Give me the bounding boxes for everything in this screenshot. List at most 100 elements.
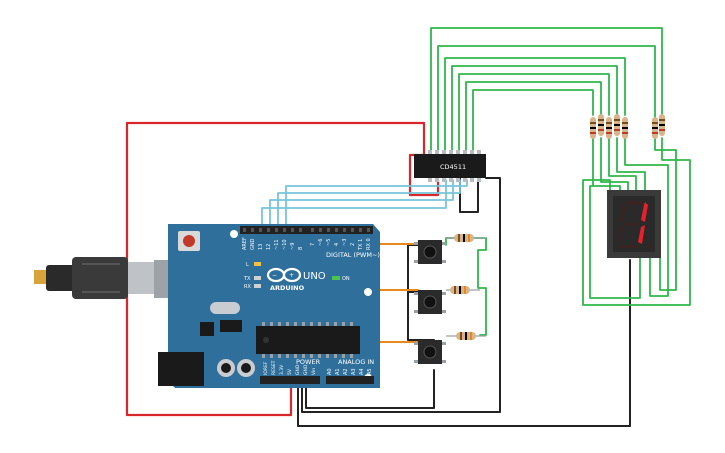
pin-label: ~11 [274,239,280,250]
resistor[interactable] [622,117,628,139]
segment-wire-c[interactable] [444,57,626,155]
segment-b [641,202,648,222]
pin-label: 5V [287,368,293,375]
segment-d [618,245,639,248]
segment-wire-a[interactable] [430,27,663,155]
model-label: UNO [303,271,326,282]
wires [125,27,691,427]
pin-label: 2 [350,243,356,246]
pin-label: 8 [298,247,304,250]
pin-label: ~9 [290,243,296,250]
segment-wire-b[interactable] [437,45,656,155]
pin-label: GND [295,364,301,375]
resistor[interactable] [659,114,665,136]
resistor[interactable] [590,117,596,139]
usb-plug-body [72,257,128,299]
data-wire-1[interactable] [261,179,447,233]
resistor[interactable] [606,117,612,139]
ground-wire-decoder-2[interactable] [459,177,479,213]
decoder-ic[interactable]: CD4511 [414,150,486,182]
decoder-ic-body [414,154,486,178]
pulldown-resistor-1[interactable] [446,234,486,242]
analog-header [326,376,374,384]
data-wire-4[interactable] [285,179,468,233]
logo-minus-icon: − [272,272,277,279]
analog-pin-labels: A0 A1 A2 A3 A4 A5 [327,368,373,375]
pulldown-resistor-3[interactable] [446,332,486,340]
usb-cable-end [34,270,48,284]
display-wire-5[interactable] [608,137,637,191]
arduino-board[interactable]: AREF GND 13 12 ~11 ~10 ~9 8 7 ~6 ~5 4 ~3… [158,224,380,388]
pin-label: A5 [367,368,373,375]
segment-wire-f[interactable] [465,81,602,155]
usb-cable-strain [46,265,76,291]
pin-label: 3.3V [279,364,285,375]
segment-wires [430,27,691,336]
segment-a [624,201,644,205]
segment-wire-e[interactable] [458,73,610,155]
power-header-label: POWER [296,358,321,366]
chip-pins [262,322,353,358]
led-rx [254,284,261,288]
pin-label: A4 [359,368,365,375]
display-wire-2[interactable] [654,137,677,291]
segment-wire-g[interactable] [472,89,594,155]
digital-header-label: DIGITAL (PWM~) [326,251,380,259]
pin-label: IOREF [263,361,269,375]
pin-label: ~6 [318,239,324,246]
display-wire-1[interactable] [582,137,691,306]
digital-header-pins [243,228,370,232]
segment-e [617,226,623,244]
display-wire-7[interactable] [589,137,641,299]
led-tx [254,276,261,280]
pushbutton-1[interactable] [414,240,446,264]
led-on-label: ON [342,276,350,282]
reset-button-cap[interactable] [183,235,195,247]
ground-wire-decoder[interactable] [301,177,501,413]
data-wire-2[interactable] [269,179,454,233]
segment-dp [648,245,652,249]
analog-header-label: ANALOG IN [338,358,374,366]
segment-g [622,223,640,226]
display-wire-4[interactable] [616,137,646,191]
led-l-label: L [246,262,249,268]
seven-segment-display[interactable] [607,190,661,258]
pushbutton-3[interactable] [414,340,446,364]
decoder-ic-label: CD4511 [440,163,466,171]
pushbutton-2[interactable] [414,290,446,314]
digital-pin-labels: AREF GND 13 12 ~11 ~10 ~9 8 7 ~6 ~5 4 ~3… [242,237,372,251]
segment-wire-d[interactable] [451,65,618,155]
pin-label: A3 [351,368,357,375]
ground-wire-display[interactable] [297,259,631,427]
arduino-infinity-logo [266,267,302,283]
led-rx-label: RX [244,284,251,290]
pin-label: 13 [258,244,264,250]
resistor[interactable] [614,114,620,136]
mounting-hole [364,288,372,296]
capacitor-top [221,363,231,373]
pin-label: 4 [334,243,340,246]
pin-label: ~10 [282,239,288,250]
power-5v-wire[interactable] [125,121,440,417]
pin-label: AREF [242,237,248,250]
resistor[interactable] [652,117,658,139]
pulldown-resistor-2[interactable] [446,286,480,294]
segment-c [638,225,645,244]
resistor[interactable] [598,114,604,136]
logo-plus-icon: + [289,272,294,279]
pin-label: A0 [327,368,333,375]
display-wire-3[interactable] [624,137,669,297]
power-header [260,376,320,384]
segment-resistors [590,114,665,139]
digital-header [240,226,373,234]
pin-label: A2 [343,368,349,375]
display-wire-6[interactable] [600,137,629,191]
pin-label: RX 0 [366,238,372,250]
pin-label: RESET [271,360,277,375]
usb-cable [34,257,176,299]
usb-connector [128,262,154,294]
chip-notch [263,337,269,343]
led-l [254,262,261,266]
brand-label: ARDUINO [270,284,305,292]
pin-label: ~5 [326,239,332,246]
